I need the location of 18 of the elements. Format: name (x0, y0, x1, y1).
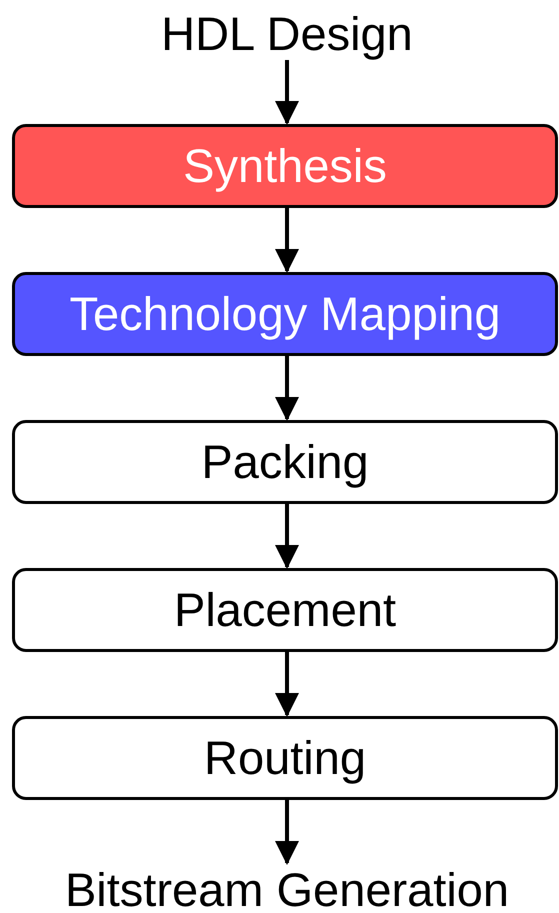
process-box (12, 568, 558, 652)
arrow (275, 504, 299, 569)
process-box (12, 716, 558, 800)
step-label: Packing (201, 436, 369, 488)
arrow (275, 60, 299, 125)
process-box (12, 420, 558, 504)
arrow (275, 800, 299, 865)
step-label: Bitstream Generation (64, 864, 510, 913)
arrow (275, 652, 299, 717)
step-label: Routing (204, 732, 366, 784)
arrow (275, 356, 299, 421)
step-label: Placement (174, 584, 396, 636)
step-label: HDL Design (161, 8, 413, 60)
process-box (12, 124, 558, 208)
step-label: Technology Mapping (69, 288, 501, 340)
arrow (275, 208, 299, 273)
step-label: Synthesis (183, 140, 387, 192)
process-box (12, 272, 558, 356)
